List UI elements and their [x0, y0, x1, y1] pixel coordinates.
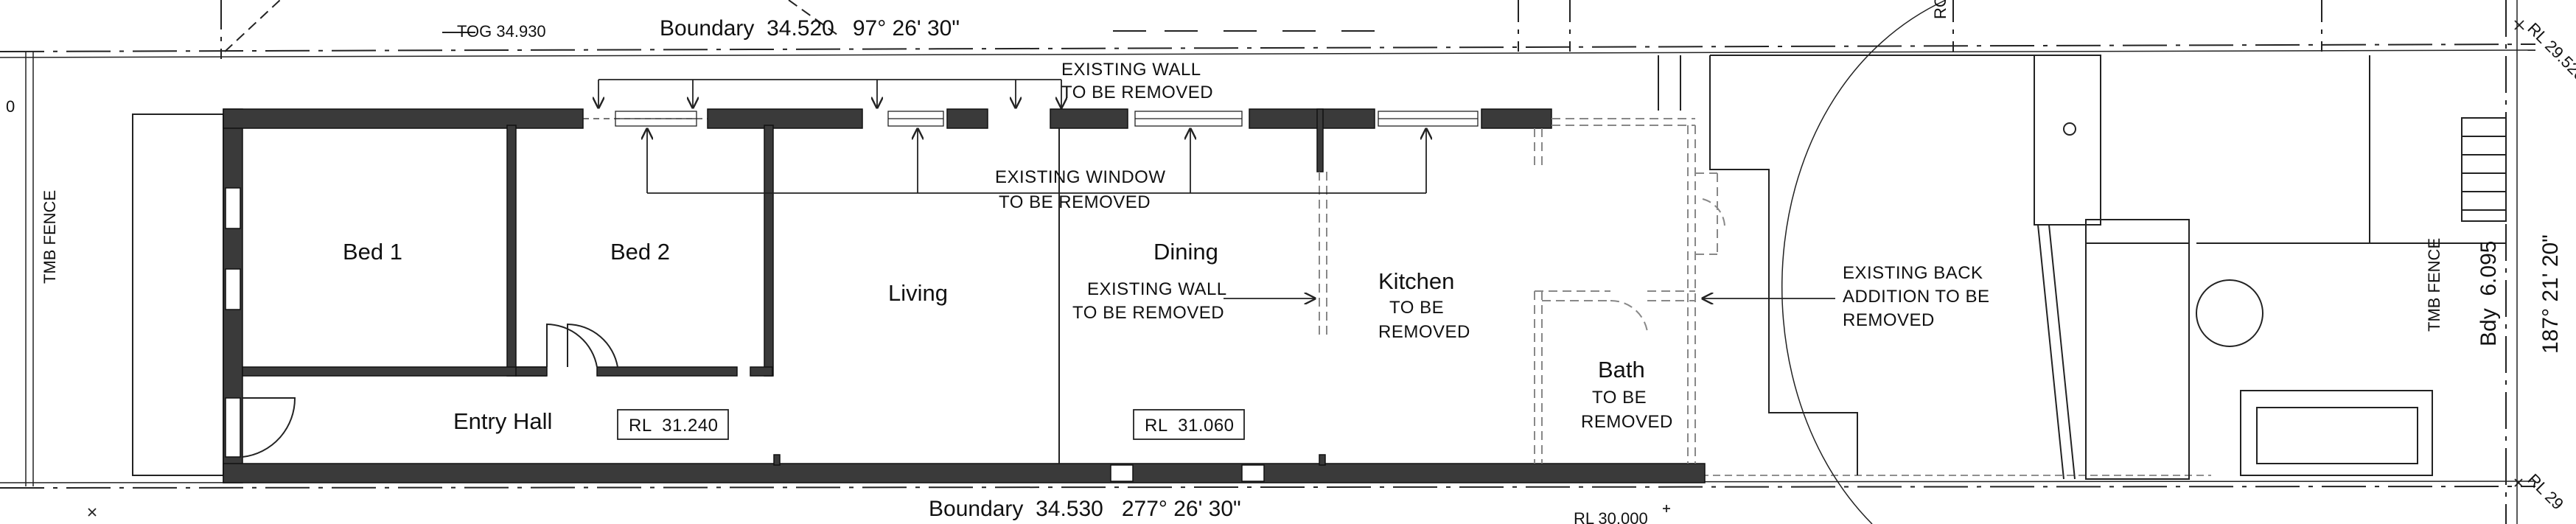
- back-addition-3: REMOVED: [1843, 310, 1935, 330]
- left-mark-label: 0: [6, 97, 15, 116]
- rl-front-box: [617, 409, 729, 440]
- existing-window-1: EXISTING WINDOW: [995, 167, 1166, 187]
- top-boundary-line-2: [0, 49, 2536, 58]
- bed2-living-wall: [764, 125, 774, 377]
- back-addition-2: ADDITION TO BE: [1843, 287, 1989, 307]
- right-bdy-label: Bdy 6.095: [2476, 241, 2501, 346]
- rl-front-label: RL 31.240: [629, 416, 719, 436]
- neighbour-line-1: [2037, 224, 2064, 480]
- bed1-door: [546, 323, 598, 368]
- top-wall-6: [1481, 108, 1552, 129]
- top-windows: [583, 111, 1479, 127]
- existing-wall-mid-1: EXISTING WALL: [1087, 279, 1227, 299]
- annotation-leaders: [88, 20, 2524, 517]
- rear-door: [1702, 173, 1726, 254]
- existing-wall-mid-2: TO BE REMOVED: [1072, 303, 1224, 323]
- bath-door: [1610, 299, 1648, 332]
- front-window-3: [225, 397, 241, 458]
- neighbour-pool-outer: [2240, 390, 2433, 476]
- rl-rear-label: RL 31.060: [1145, 416, 1235, 436]
- neighbour-pool-inner: [2256, 407, 2418, 464]
- bath-note-1: TO BE: [1592, 388, 1647, 408]
- external-walls: [223, 108, 1706, 483]
- rc-fragment-label: RC: [1931, 0, 1950, 19]
- room-bath: Bath: [1598, 357, 1645, 382]
- room-bed2: Bed 2: [610, 239, 670, 265]
- bottom-wall: [223, 463, 1706, 483]
- room-bed1: Bed 1: [343, 239, 402, 265]
- room-living: Living: [888, 280, 948, 306]
- room-entry-hall: Entry Hall: [453, 408, 552, 434]
- doors: [242, 323, 618, 458]
- existing-window-2: TO BE REMOVED: [999, 192, 1151, 212]
- bed1-bed2-wall: [506, 125, 517, 377]
- top-wall-1: [223, 108, 584, 129]
- rl-tick-right: [2514, 20, 2524, 487]
- neighbour-line-2: [2048, 224, 2076, 480]
- bed1-hall-wall-a: [242, 366, 547, 377]
- demolition-walls: [1319, 118, 1726, 464]
- rl-bottom-right-label: RL 29: [2524, 470, 2567, 514]
- room-kitchen: Kitchen: [1378, 268, 1454, 294]
- bottom-post-2: [1319, 454, 1326, 466]
- bed1-hall-wall-b: [596, 366, 738, 377]
- top-wall-5: [1249, 108, 1375, 129]
- neighbour-tank: [2196, 279, 2263, 347]
- neighbour-fixture: [2063, 122, 2076, 136]
- dining-wall-stub: [1316, 108, 1324, 172]
- bottom-vents: [773, 454, 1326, 482]
- bottom-post: [773, 454, 781, 466]
- front-porch: [132, 113, 224, 476]
- tog-label: TOG 34.930: [457, 22, 546, 41]
- room-dining: Dining: [1153, 239, 1218, 265]
- bottom-rl-label: RL 30.000: [1574, 509, 1648, 524]
- vent-2: [1241, 464, 1265, 482]
- bottom-boundary-label: Boundary 34.530 277° 26' 30": [929, 497, 1241, 521]
- neighbour-shed: [2461, 117, 2507, 222]
- neighbouring-structures: [1658, 0, 2507, 524]
- rl-top-right-label: RL 29.520: [2524, 19, 2576, 85]
- bath-note-2: REMOVED: [1581, 412, 1673, 432]
- back-addition-1: EXISTING BACK: [1843, 263, 1983, 283]
- tog-triangle: [224, 0, 841, 52]
- text-labels: TOG 34.930 Boundary 34.520 97° 26' 30" B…: [6, 0, 2576, 524]
- neighbour-room: [2034, 55, 2101, 226]
- neighbour-outline: [1658, 55, 2049, 475]
- front-window-2: [225, 268, 241, 310]
- hall-wall-small: [515, 366, 548, 377]
- existing-wall-top-2: TO BE REMOVED: [1061, 83, 1213, 102]
- top-wall-4: [1050, 108, 1128, 129]
- rl-rear-box: [1133, 409, 1245, 440]
- front-door: [242, 397, 296, 458]
- right-fence-label: TMB FENCE: [2425, 238, 2443, 332]
- left-fence-label: TMB FENCE: [41, 190, 59, 284]
- neighbour-step-2: [2085, 242, 2190, 480]
- internal-walls: [242, 125, 774, 377]
- right-bearing-label: 187° 21' 20": [2538, 234, 2563, 354]
- left-tick: [88, 508, 97, 517]
- bed2-hall-wall: [750, 366, 773, 377]
- top-boundary-label: Boundary 34.520 97° 26' 30": [660, 16, 960, 41]
- top-wall-2: [707, 108, 863, 129]
- top-boundary-line: [0, 43, 2536, 52]
- kitchen-note-1: TO BE: [1389, 298, 1444, 318]
- front-window-1: [225, 187, 241, 229]
- bottom-boundary-line: [0, 486, 2536, 489]
- rl-tick-bottom: [1663, 505, 1670, 512]
- front-windows: [225, 187, 241, 458]
- existing-wall-top-1: EXISTING WALL: [1061, 60, 1201, 80]
- front-porch-slab: [132, 113, 224, 476]
- vent-1: [1110, 464, 1134, 482]
- top-wall-3: [946, 108, 988, 129]
- tree-canopy-arc: [1781, 0, 1947, 524]
- bed2-door: [567, 323, 618, 368]
- kitchen-note-2: REMOVED: [1378, 322, 1470, 342]
